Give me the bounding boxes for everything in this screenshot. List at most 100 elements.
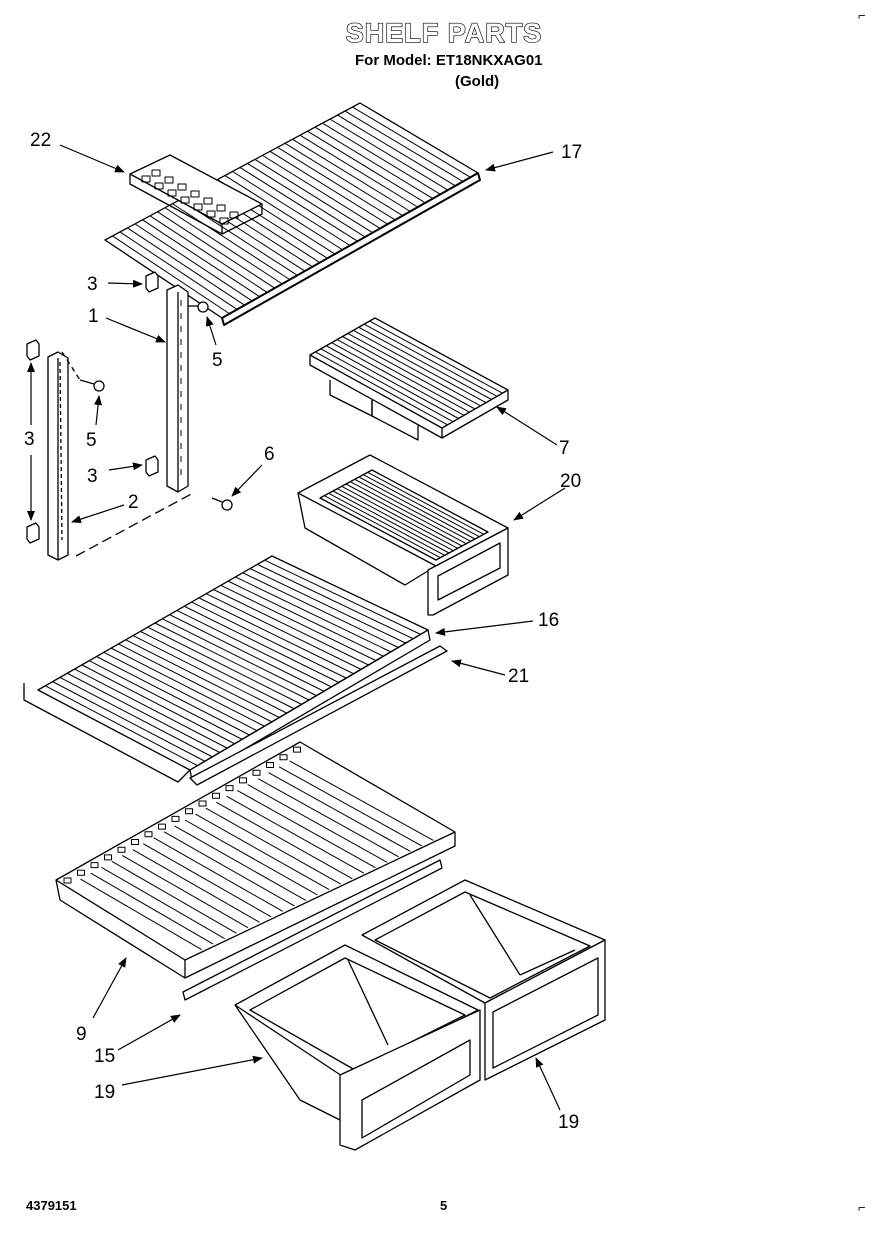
frame-vent-hole: [279, 754, 288, 761]
frame-vent-hole: [212, 792, 220, 799]
frame-vent-hole: [104, 854, 112, 861]
frame-slat: [195, 813, 330, 890]
shelf-wire: [154, 622, 310, 701]
shelf-wire: [164, 207, 283, 285]
frame-vent-hole: [158, 823, 166, 830]
frame-slat: [174, 825, 307, 901]
callout-21: 21: [508, 666, 529, 687]
frame-slat: [205, 807, 341, 885]
frame-vent-hole: [293, 746, 301, 753]
frame-vent-hole: [171, 815, 180, 822]
shelf-wire: [299, 134, 419, 208]
frame-slat: [111, 860, 237, 934]
callout-5-left: 5: [86, 430, 97, 451]
part-9-crisper-cover-frame: [55, 741, 456, 979]
ice-cup: [151, 169, 161, 177]
shelf-wire: [205, 593, 362, 670]
frame-vent-hole: [198, 800, 207, 807]
part-19-crisper-drawer-left: [234, 944, 481, 1151]
frame-slat: [289, 760, 434, 841]
shelf-wire: [254, 158, 373, 234]
shelf-wire: [74, 668, 228, 749]
callout-16: 16: [538, 610, 559, 631]
shelf-wire: [292, 138, 411, 212]
shelf-wire: [81, 664, 235, 745]
shelf-wire: [176, 609, 332, 688]
shelf-wire: [269, 150, 388, 225]
shelf-wire: [67, 672, 220, 753]
shelf-wire: [331, 342, 465, 416]
shelf-wire: [284, 142, 403, 217]
callout-2: 2: [128, 492, 139, 513]
shelf-wire: [342, 336, 476, 410]
shelf-wire: [315, 351, 448, 426]
shelf-wire: [337, 114, 456, 187]
frame-vent-hole: [225, 785, 234, 792]
shelf-wire: [119, 231, 238, 310]
frame-slat: [237, 790, 376, 869]
frame-slat: [90, 872, 214, 945]
shelf-wire: [213, 589, 369, 666]
leader-lines: [27, 144, 566, 1111]
corner-mark-top-right: ⌐: [858, 8, 866, 23]
shelf-wire: [257, 563, 414, 640]
shelf-wire: [277, 146, 396, 221]
shelf-wire: [134, 223, 253, 302]
shelf-wire: [147, 626, 302, 705]
frame-vent-hole: [252, 769, 261, 776]
frame-slat: [268, 772, 411, 852]
shelf-wire: [112, 235, 230, 315]
frame-vent-hole: [63, 877, 72, 884]
pan-rib: [324, 495, 441, 559]
frame-slat: [153, 837, 283, 912]
page-title: SHELF PARTS: [345, 17, 543, 48]
frame-slat: [278, 766, 423, 847]
document-number: 4379151: [26, 1198, 77, 1213]
callout-labels: 22 17 3 1 5 3 5 3 6 2 7 20 16 21 9 15 19…: [24, 130, 582, 1133]
shelf-wire: [191, 601, 347, 679]
shelf-wire: [220, 584, 377, 662]
ice-cup: [219, 217, 229, 225]
shelf-wire: [336, 339, 470, 413]
pan-rib: [328, 492, 445, 556]
shelf-wire: [353, 329, 487, 404]
part-15-divider-bar: [182, 859, 443, 1001]
part-5-6-screws: [61, 301, 233, 557]
part-7-slide-out-shelf: [309, 317, 509, 441]
frame-slat: [80, 878, 202, 950]
callout-20: 20: [560, 471, 581, 492]
shelf-wire: [88, 660, 243, 740]
frame-vent-hole: [90, 862, 99, 869]
pan-rib: [354, 478, 471, 542]
page-number: 5: [440, 1198, 448, 1213]
part-21-shelf-trim: [189, 645, 448, 786]
part-2-side-shelf-ladder: [47, 351, 69, 561]
shelf-wire: [172, 203, 291, 281]
pan-rib: [367, 471, 484, 535]
ice-cup: [203, 197, 213, 205]
callout-15: 15: [94, 1046, 115, 1067]
callout-6: 6: [264, 444, 275, 465]
shelf-wire: [239, 167, 358, 242]
frame-vent-hole: [144, 831, 153, 838]
shelf-wire: [149, 215, 268, 293]
frame-slat: [226, 795, 365, 874]
shelf-wire: [169, 614, 325, 692]
shelf-wire: [142, 219, 260, 298]
shelf-wire: [125, 639, 280, 718]
shelf-wire: [103, 651, 258, 732]
frame-vent-hole: [266, 762, 274, 768]
part-16-refrigerator-wire-shelf: [23, 555, 431, 783]
callout-9: 9: [76, 1024, 87, 1045]
frame-slat: [142, 843, 272, 918]
part-17-freezer-wire-shelf: [104, 102, 481, 326]
shelf-wire: [235, 576, 392, 653]
part-19-crisper-drawer-right: [361, 879, 606, 1081]
frame-slat: [247, 784, 388, 863]
callout-22: 22: [30, 130, 51, 151]
shelf-wire: [232, 171, 351, 246]
frame-slat: [163, 831, 295, 907]
shelf-wire: [96, 656, 250, 736]
shelf-wire: [344, 110, 464, 182]
shelf-wire: [363, 323, 498, 397]
